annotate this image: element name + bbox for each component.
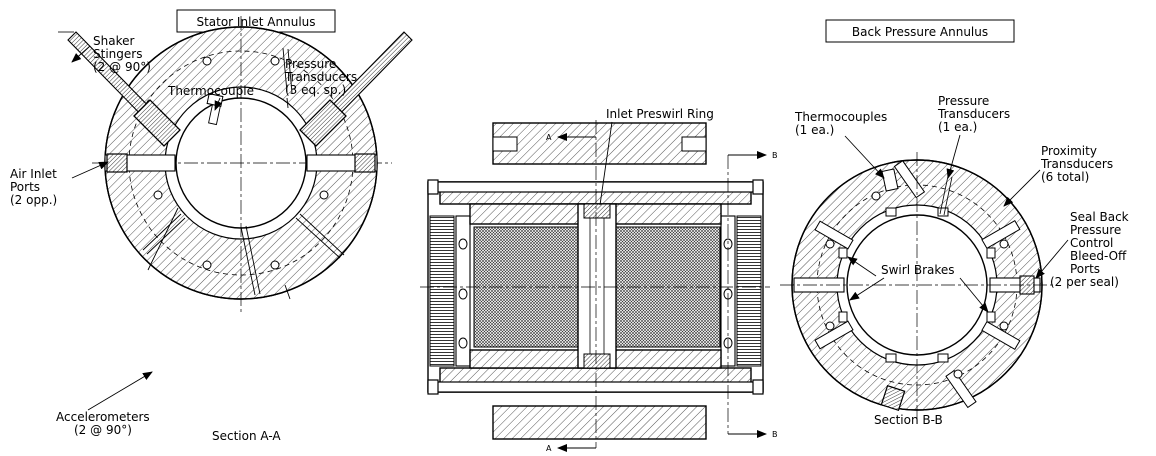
preswirl-top-insert bbox=[583, 203, 611, 219]
bottom-port-fitting-b bbox=[880, 384, 906, 412]
label-section-a-a: Section A-A bbox=[212, 429, 281, 443]
section-mark-b-bottom: B bbox=[772, 430, 778, 439]
end-ring-holes bbox=[458, 238, 733, 349]
bolt-holes-b bbox=[825, 191, 1009, 379]
label-pressure-b-2: Transducers bbox=[937, 107, 1010, 121]
leader-preswirl bbox=[599, 121, 613, 206]
nut-br bbox=[752, 379, 764, 395]
flange-slot-left bbox=[492, 136, 518, 152]
label-seal-5: Ports bbox=[1070, 262, 1100, 276]
flange-slot-right bbox=[681, 136, 707, 152]
title-box-back-pressure bbox=[825, 19, 1015, 43]
end-fins-right bbox=[736, 215, 762, 367]
title-back-pressure: Back Pressure Annulus bbox=[852, 25, 988, 39]
leader-pressure-b bbox=[946, 134, 961, 179]
label-thermocouples-b-2: (1 ea.) bbox=[795, 123, 834, 137]
end-fins-left bbox=[429, 215, 455, 367]
section-a-a-view: Stator Inlet Annulus bbox=[10, 9, 413, 443]
leader-thermocouples-b bbox=[844, 135, 885, 179]
leader-swirl-2 bbox=[849, 277, 885, 301]
label-pressure-b-3: (1 ea.) bbox=[938, 120, 977, 134]
leader-thermocouple-a bbox=[214, 97, 223, 111]
label-thermocouple-a: Thermocouple bbox=[167, 84, 254, 98]
label-thermocouples-b-1: Thermocouples bbox=[794, 110, 887, 124]
section-mark-a-bottom: A bbox=[546, 444, 552, 453]
label-prox-1: Proximity bbox=[1041, 144, 1097, 158]
preswirl-ring bbox=[577, 203, 617, 369]
leader-seal bbox=[1035, 239, 1069, 279]
label-seal-3: Control bbox=[1070, 236, 1113, 250]
label-pressure-a-1: Pressure bbox=[285, 57, 336, 71]
label-air-2: Ports bbox=[10, 180, 40, 194]
label-section-b-b: Section B-B bbox=[874, 413, 943, 427]
leader-swirl-1 bbox=[847, 256, 877, 277]
swirl-brake-notches bbox=[838, 207, 996, 363]
bleed-slots-b bbox=[814, 160, 1021, 409]
preswirl-bottom-insert bbox=[583, 353, 611, 369]
label-shaker-2: Stingers bbox=[93, 47, 142, 61]
leader-shaker bbox=[71, 45, 91, 63]
label-seal-2: Pressure bbox=[1070, 223, 1121, 237]
label-air-3: (2 opp.) bbox=[10, 193, 57, 207]
title-stator-inlet: Stator Inlet Annulus bbox=[196, 15, 315, 29]
label-seal-1: Seal Back bbox=[1070, 210, 1129, 224]
bottom-flange bbox=[492, 405, 707, 440]
label-air-1: Air Inlet bbox=[10, 167, 57, 181]
nut-tr bbox=[752, 179, 764, 195]
section-b-b-view: Back Pressure Annulus bbox=[780, 19, 1129, 427]
label-inlet-preswirl: Inlet Preswirl Ring bbox=[606, 107, 714, 121]
shaker-stinger-right bbox=[299, 31, 413, 147]
label-seal-4: Bleed-Off bbox=[1070, 249, 1127, 263]
leader-pressure-a bbox=[286, 97, 289, 109]
label-pressure-a-2: Transducers bbox=[284, 70, 357, 84]
leader-prox bbox=[1003, 169, 1041, 207]
label-prox-2: Transducers bbox=[1040, 157, 1113, 171]
pressure-port-b-1 bbox=[939, 175, 949, 215]
tie-rod-bottom bbox=[427, 381, 764, 393]
top-flange bbox=[492, 122, 707, 165]
leader-accel bbox=[87, 371, 153, 411]
side-section-view: A A B B Inlet Preswirl Ring bbox=[420, 107, 778, 453]
section-mark-a-top: A bbox=[546, 133, 552, 142]
label-shaker-3: (2 @ 90°) bbox=[93, 60, 151, 74]
tie-rod-top bbox=[427, 181, 764, 193]
section-mark-b-top: B bbox=[772, 151, 778, 160]
pressure-ports-a bbox=[142, 47, 345, 259]
pressure-port-b-2 bbox=[943, 176, 953, 216]
leader-swirl-3 bbox=[959, 277, 989, 313]
label-seal-6: (2 per seal) bbox=[1050, 275, 1119, 289]
air-inlet-fitting-left bbox=[106, 153, 128, 173]
label-accel-1: Accelerometers bbox=[56, 410, 150, 424]
nut-bl bbox=[427, 379, 439, 395]
nut-tl bbox=[427, 179, 439, 195]
accelerometer-ports-a bbox=[147, 207, 291, 300]
label-pressure-b-1: Pressure bbox=[938, 94, 989, 108]
shaker-stinger-left bbox=[58, 31, 181, 147]
thermocouple-port-b bbox=[881, 168, 899, 192]
label-swirl-brakes: Swirl Brakes bbox=[881, 263, 955, 277]
air-inlet-fitting-right bbox=[354, 153, 376, 173]
label-accel-2: (2 @ 90°) bbox=[74, 423, 132, 437]
label-prox-3: (6 total) bbox=[1041, 170, 1089, 184]
leader-air-inlet bbox=[71, 161, 109, 179]
label-shaker-1: Shaker bbox=[93, 34, 134, 48]
label-pressure-a-3: (3 eq. sp.) bbox=[285, 83, 346, 97]
